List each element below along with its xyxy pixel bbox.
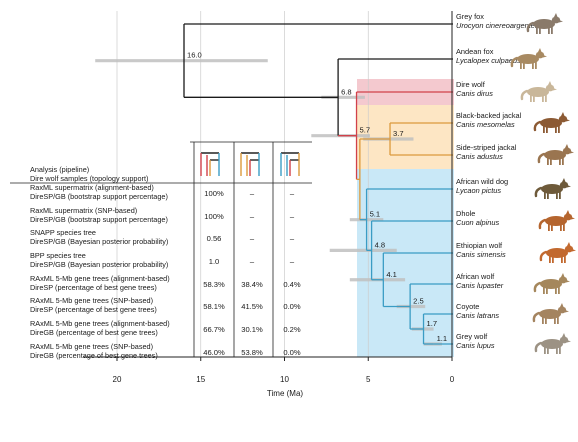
table-cell-value: 58.1%: [203, 302, 225, 311]
table-cell-value: 0.4%: [283, 280, 301, 289]
node-label: 5.1: [370, 210, 381, 219]
grey-fox-icon: [528, 13, 563, 34]
taxon-scientific-name: Canis lupus: [456, 341, 495, 350]
table-cell-value: 100%: [204, 189, 224, 198]
tick-label: 5: [366, 375, 371, 384]
table-cell-value: 46.0%: [203, 348, 225, 357]
node-label: 4.1: [386, 270, 397, 279]
table-row-method: RaxML supermatrix (alignment-based): [30, 183, 154, 192]
table-row-measure: DireSP (percentage of best gene trees): [30, 305, 157, 314]
support-table: Analysis (pipeline)Dire wolf samples (to…: [10, 142, 312, 360]
taxon-common-name: Grey fox: [456, 12, 484, 21]
table-cell-value: 66.7%: [203, 325, 225, 334]
table-cell-value: –: [250, 257, 255, 266]
node-label: 1.7: [427, 319, 438, 328]
table-cell-value: 0.0%: [283, 302, 301, 311]
taxon-scientific-name: Canis adustus: [456, 152, 503, 161]
table-row-measure: DireSP/GB (bootstrap support percentage): [30, 192, 168, 201]
taxon-scientific-name: Canis simensis: [456, 250, 506, 259]
dhole-icon: [540, 210, 575, 231]
taxon-scientific-name: Canis lupaster: [456, 281, 504, 290]
black-backed-jackal-icon: [535, 112, 570, 133]
x-axis-label: Time (Ma): [267, 389, 303, 398]
table-cell-value: –: [250, 212, 255, 221]
table-cell-value: 0.56: [207, 234, 222, 243]
taxon-common-name: Side-striped jackal: [456, 143, 517, 152]
taxon-common-name: Coyote: [456, 302, 479, 311]
node-label: 4.8: [375, 240, 386, 249]
tick-label: 15: [196, 375, 205, 384]
topology-icon: [241, 153, 259, 176]
tick-label: 10: [280, 375, 289, 384]
taxon-common-name: Ethiopian wolf: [456, 241, 503, 250]
table-header-line2: Dire wolf samples (topology support): [30, 174, 148, 183]
node-label: 2.5: [413, 297, 424, 306]
table-row-measure: DireSP/GB (bootstrap support percentage): [30, 215, 168, 224]
taxon-common-name: African wild dog: [456, 177, 508, 186]
table-cell-value: –: [290, 189, 295, 198]
dire-wolf-icon: [522, 81, 557, 102]
node-label: 3.7: [393, 129, 404, 138]
node-label: 1.1: [437, 334, 448, 343]
jackal-band: [357, 105, 454, 169]
table-cell-value: 1.0: [209, 257, 220, 266]
grey-wolf-icon: [536, 333, 571, 354]
topology-icon: [281, 153, 299, 176]
taxon-common-name: Grey wolf: [456, 332, 488, 341]
table-row-method: RaxML supermatrix (SNP-based): [30, 206, 137, 215]
table-cell-value: 0.2%: [283, 325, 301, 334]
table-cell-value: 38.4%: [241, 280, 263, 289]
taxon-common-name: Dire wolf: [456, 80, 486, 89]
taxon-scientific-name: Lycaon pictus: [456, 186, 501, 195]
node-label: 6.8: [341, 87, 352, 96]
table-row-measure: DireSP/GB (Bayesian posterior probabilit…: [30, 260, 168, 269]
african-wild-dog-icon: [536, 178, 571, 199]
table-row-method: RAxML 5-Mb gene trees (SNP-based): [30, 296, 153, 305]
table-row-method: SNAPP species tree: [30, 228, 96, 237]
taxon-common-name: African wolf: [456, 272, 495, 281]
table-cell-value: 100%: [204, 212, 224, 221]
taxon-scientific-name: Canis latrans: [456, 311, 499, 320]
tick-label: 20: [113, 375, 122, 384]
table-cell-value: 53.8%: [241, 348, 263, 357]
taxon-common-name: Dhole: [456, 209, 475, 218]
node-label: 16.0: [187, 51, 202, 60]
coyote-icon: [534, 303, 569, 324]
taxon-common-name: Black-backed jackal: [456, 111, 522, 120]
table-cell-value: 58.3%: [203, 280, 225, 289]
table-cell-value: –: [290, 212, 295, 221]
table-row-method: RAxML 5-Mb gene trees (alignment-based): [30, 274, 170, 283]
side-striped-jackal-icon: [539, 144, 574, 165]
topology-icon: [201, 153, 219, 176]
table-row-measure: DireSP/GB (Bayesian posterior probabilit…: [30, 237, 168, 246]
node-label: 5.7: [360, 126, 371, 135]
taxon-scientific-name: Canis mesomelas: [456, 120, 515, 129]
tick-label: 0: [450, 375, 455, 384]
table-cell-value: –: [290, 257, 295, 266]
table-row-measure: DireGB (percentage of best gene trees): [30, 351, 158, 360]
table-cell-value: 30.1%: [241, 325, 263, 334]
african-wolf-icon: [535, 273, 570, 294]
table-row-method: BPP species tree: [30, 251, 86, 260]
table-cell-value: 41.5%: [241, 302, 263, 311]
table-row-measure: DireGB (percentage of best gene trees): [30, 328, 158, 337]
table-cell-value: –: [250, 234, 255, 243]
table-row-method: RAxML 5-Mb gene trees (SNP-based): [30, 342, 153, 351]
taxon-common-name: Andean fox: [456, 47, 494, 56]
table-row-method: RAxML 5-Mb gene trees (alignment-based): [30, 319, 170, 328]
taxon-scientific-name: Canis dirus: [456, 89, 493, 98]
andean-fox-icon: [512, 48, 547, 69]
animal-icons: [512, 13, 576, 354]
table-cell-value: 0.0%: [283, 348, 301, 357]
ethiopian-wolf-icon: [541, 242, 576, 263]
table-row-measure: DireSP (percentage of best gene trees): [30, 283, 157, 292]
taxon-scientific-name: Cuon alpinus: [456, 218, 499, 227]
table-header-line1: Analysis (pipeline): [30, 165, 89, 174]
table-cell-value: –: [250, 189, 255, 198]
table-cell-value: –: [290, 234, 295, 243]
